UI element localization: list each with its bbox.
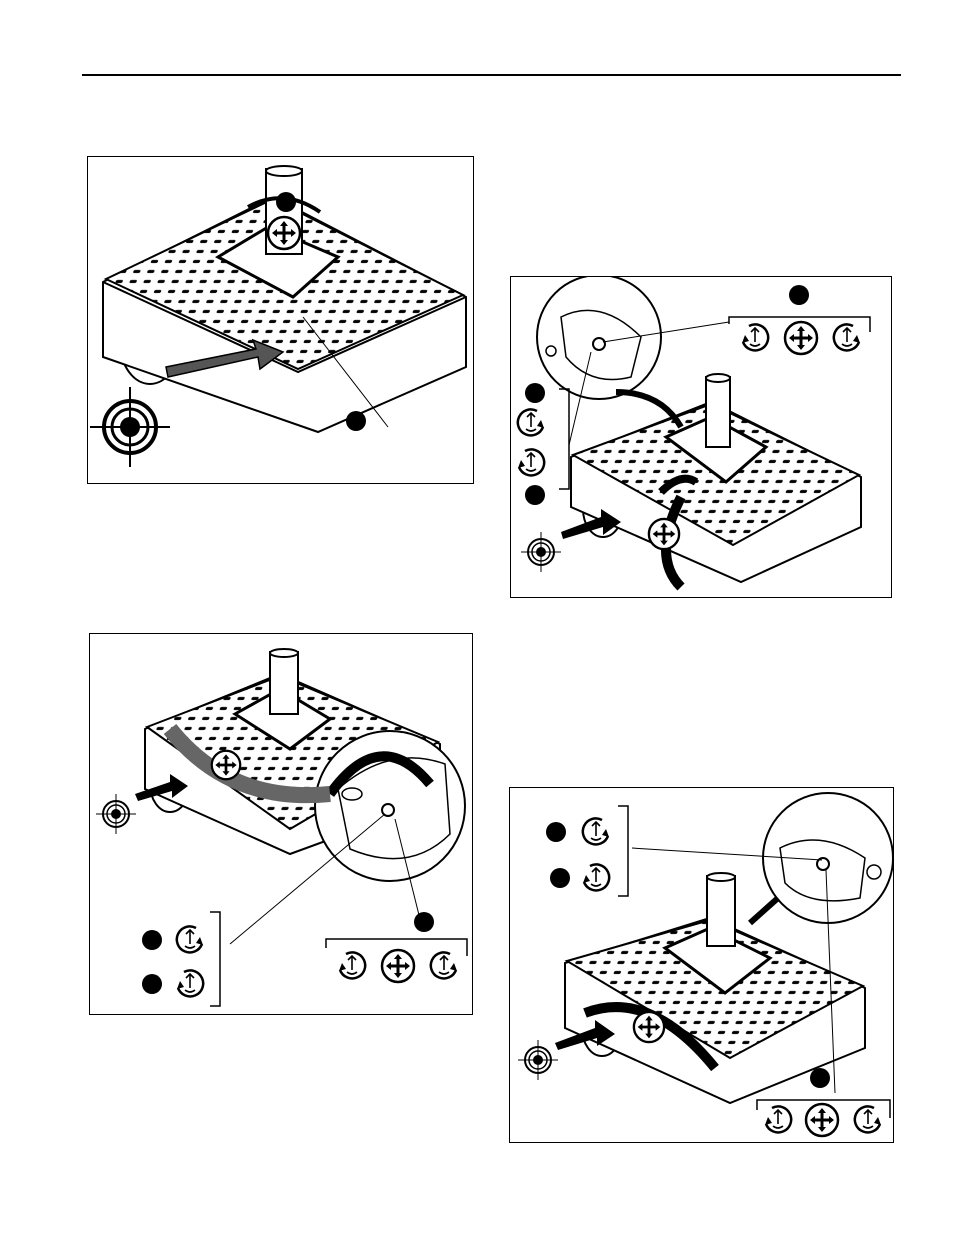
rotate-clockwise-screw-icon <box>513 445 549 481</box>
rotate-clockwise-screw-icon <box>334 948 370 984</box>
rotate-clockwise-screw-icon <box>172 966 208 1002</box>
figure-1-panel <box>87 156 474 484</box>
projector-lens-target-icon <box>90 387 170 467</box>
move-arrows-icon <box>210 749 242 781</box>
move-arrows-icon <box>380 948 416 984</box>
rotate-counterclockwise-screw-icon <box>426 948 462 984</box>
move-arrows-icon <box>804 1102 840 1138</box>
rotate-counterclockwise-screw-icon <box>829 320 865 356</box>
projector-lens-target-icon <box>521 532 561 572</box>
figure-3-panel <box>89 633 473 1015</box>
figure-4-illustration <box>510 788 893 1142</box>
move-arrows-icon <box>632 1010 666 1044</box>
rotate-clockwise-screw-icon <box>760 1102 796 1138</box>
header-rule <box>82 74 901 76</box>
move-arrows-icon <box>783 320 819 356</box>
rotate-clockwise-screw-icon <box>737 320 773 356</box>
move-arrows-icon <box>266 215 302 251</box>
figure-4-panel <box>509 787 894 1143</box>
move-arrows-icon <box>647 517 681 551</box>
rotate-counterclockwise-screw-icon <box>850 1102 886 1138</box>
rotate-clockwise-screw-icon <box>578 860 614 896</box>
rotate-counterclockwise-screw-icon <box>513 405 549 441</box>
projector-lens-target-icon <box>96 794 136 834</box>
figure-2-panel <box>510 276 892 598</box>
rotate-counterclockwise-screw-icon <box>172 922 208 958</box>
projector-lens-target-icon <box>518 1040 558 1080</box>
rotate-counterclockwise-screw-icon <box>578 814 614 850</box>
